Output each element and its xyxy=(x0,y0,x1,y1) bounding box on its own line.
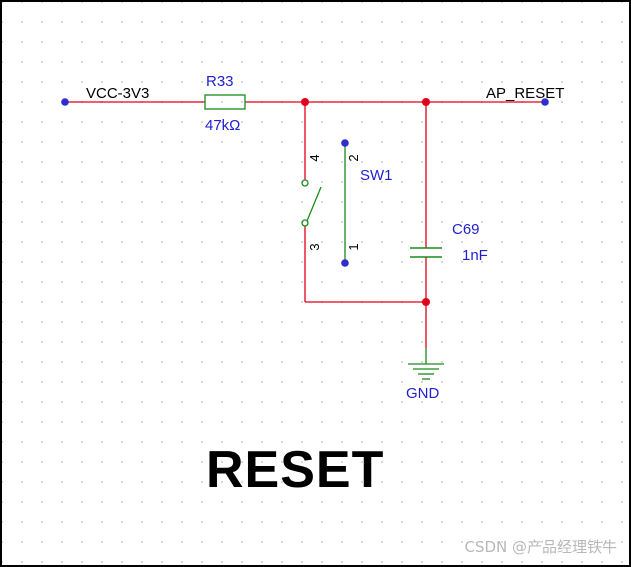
schematic-title: RESET xyxy=(206,441,385,499)
switch-pin-number-4: 4 xyxy=(307,154,322,161)
switch-pin-2-port xyxy=(341,139,349,147)
resistor-ref-label: R33 xyxy=(206,73,234,90)
vcc-net-label: VCC-3V3 xyxy=(86,85,149,102)
junction-dot xyxy=(422,298,430,306)
switch-lever xyxy=(306,186,322,222)
switch-pin-number-3: 3 xyxy=(307,243,322,250)
wires xyxy=(65,101,545,348)
ap-reset-net-label: AP_RESET xyxy=(486,85,564,102)
resistor-r33-body xyxy=(204,94,246,110)
watermark: CSDN @产品经理铁牛 xyxy=(464,538,617,556)
capacitor-c69 xyxy=(410,247,442,258)
switch-pin-number-2: 2 xyxy=(346,154,361,161)
resistor-value-label: 47kΩ xyxy=(205,117,240,134)
switch-pin-number-1: 1 xyxy=(346,243,361,250)
switch-contact-3 xyxy=(301,219,309,227)
switch-ref-label: SW1 xyxy=(360,167,393,184)
junction-dot xyxy=(422,98,430,106)
switch-contact-4 xyxy=(301,179,309,187)
ground-label: GND xyxy=(406,385,440,402)
switch-pin-1-port xyxy=(341,259,349,267)
capacitor-value-label: 1nF xyxy=(462,247,488,264)
ap-reset-port xyxy=(541,98,549,106)
vcc-port xyxy=(61,98,69,106)
ground-symbol xyxy=(408,348,444,380)
switch-sw1 xyxy=(301,143,346,263)
junction-dot xyxy=(301,98,309,106)
capacitor-ref-label: C69 xyxy=(452,221,480,238)
